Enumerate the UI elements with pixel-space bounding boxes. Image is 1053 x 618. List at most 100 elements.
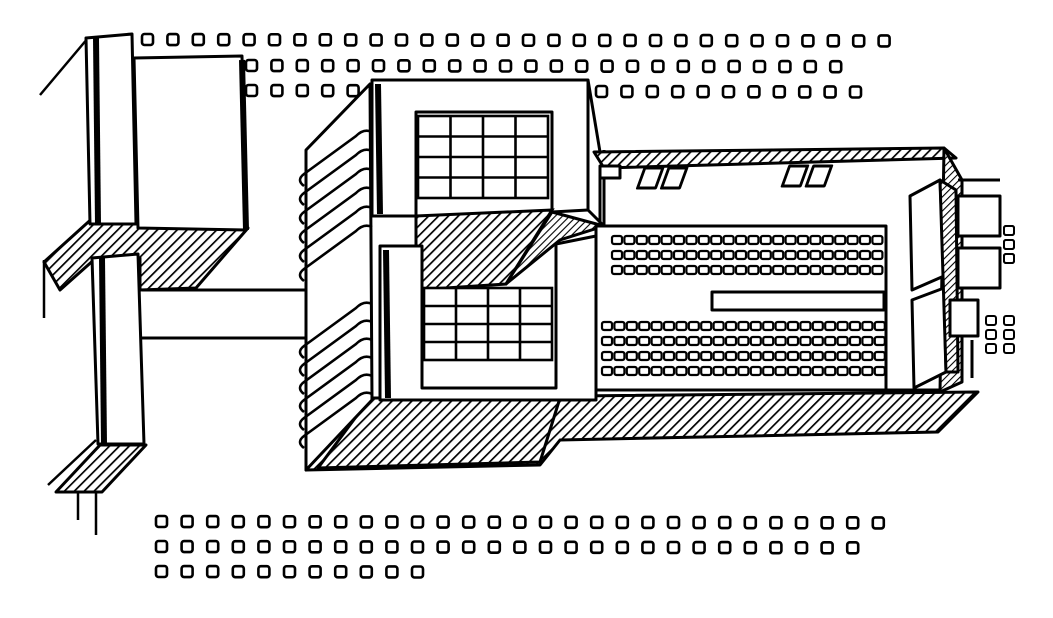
solder-pad-icon: [641, 540, 655, 555]
solder-pad-icon: [346, 83, 360, 98]
solder-pad-icon: [662, 350, 676, 362]
solder-pad-icon: [784, 249, 797, 261]
solder-pad-icon: [538, 540, 553, 555]
solder-pad-icon: [696, 84, 710, 99]
solder-pad-icon: [625, 350, 638, 362]
solder-pad-icon: [836, 365, 849, 377]
solder-pad-icon: [333, 540, 348, 554]
solder-pad-icon: [734, 249, 748, 261]
solder-pad-icon: [216, 32, 231, 47]
solder-pad-icon: [623, 33, 637, 48]
solder-pad-icon: [762, 335, 775, 347]
solder-pad-icon: [333, 565, 348, 579]
solder-pad-icon: [1003, 253, 1015, 264]
solder-pad-icon: [759, 234, 772, 246]
solder-pad-icon: [809, 234, 822, 246]
solder-pad-icon: [811, 335, 824, 347]
solder-pad-icon: [1003, 225, 1015, 236]
solder-pad-icon: [282, 514, 297, 529]
solder-pad-icon: [638, 320, 651, 332]
solder-pad-icon: [762, 320, 775, 332]
connector-icon: [298, 373, 373, 432]
solder-pad-icon: [648, 249, 661, 261]
solder-pad-icon: [846, 249, 859, 261]
solder-pad-icon: [1003, 329, 1015, 340]
solder-pad-icon: [672, 249, 686, 261]
solder-pad-icon: [786, 350, 800, 362]
solder-pad-icon: [774, 335, 787, 347]
connector-icon: [298, 391, 373, 450]
solder-pad-icon: [873, 365, 886, 377]
solder-pad-icon: [697, 264, 710, 276]
solder-pad-icon: [824, 365, 837, 377]
solder-pad-icon: [635, 234, 648, 246]
solder-pad-icon: [333, 515, 348, 529]
solder-pad-icon: [600, 59, 614, 74]
solder-pad-icon: [821, 249, 834, 261]
solder-pad-icon: [774, 365, 787, 377]
solder-pad-icon: [845, 541, 860, 555]
solder-pad-icon: [796, 264, 810, 276]
solder-pad-icon: [359, 515, 374, 529]
solder-pad-icon: [436, 540, 450, 554]
solder-pad-icon: [610, 264, 624, 276]
solder-pad-icon: [749, 350, 762, 362]
solder-pad-icon: [797, 85, 812, 99]
solder-pad-icon: [498, 59, 513, 73]
solder-pad-icon: [834, 264, 847, 276]
solder-pad-icon: [873, 320, 886, 332]
solder-pad-icon: [786, 335, 800, 347]
solder-pad-icon: [772, 249, 785, 261]
solder-pad-icon: [675, 335, 688, 347]
solder-pad-icon: [747, 234, 760, 246]
solder-pad-icon: [737, 365, 750, 377]
solder-pad-icon: [775, 33, 790, 48]
solder-pad-icon: [826, 34, 841, 48]
solder-pad-icon: [660, 249, 673, 261]
solder-pad-icon: [675, 350, 688, 362]
solder-pad-icon: [487, 515, 502, 529]
solder-pad-icon: [318, 33, 333, 47]
solder-pad-icon: [295, 58, 310, 73]
board-holes: [140, 32, 891, 579]
solder-pad-icon: [861, 350, 874, 362]
solder-pad-icon: [762, 350, 775, 362]
solder-pad-icon: [769, 540, 783, 555]
solder-pad-icon: [154, 539, 169, 554]
solder-pad-icon: [712, 350, 725, 362]
solder-pad-icon: [685, 264, 698, 276]
left-connector-lower: [54, 252, 148, 494]
solder-pad-icon: [594, 84, 609, 99]
solder-pad-icon: [320, 83, 335, 98]
solder-pad-icon: [242, 32, 256, 47]
solder-pad-icon: [774, 320, 787, 332]
solder-pad-icon: [811, 350, 824, 362]
solder-pad-icon: [820, 540, 834, 555]
solder-pad-icon: [270, 83, 284, 98]
solder-pad-icon: [846, 234, 859, 246]
solder-pad-icon: [786, 365, 800, 377]
tray-pads-lower: [600, 320, 886, 377]
solder-pad-icon: [848, 85, 863, 99]
chip-die-upper: [416, 114, 550, 200]
solder-pad-icon: [801, 33, 815, 48]
solder-pad-icon: [638, 365, 651, 377]
solder-pad-icon: [724, 350, 738, 362]
solder-pad-icon: [778, 59, 792, 74]
solder-pad-icon: [712, 335, 725, 347]
solder-pad-icon: [662, 320, 676, 332]
solder-pad-icon: [359, 540, 374, 554]
solder-pad-icon: [845, 516, 860, 530]
solder-pad-icon: [809, 249, 822, 261]
solder-pad-icon: [625, 335, 638, 347]
solder-pad-icon: [154, 514, 169, 529]
connector-icon: [298, 167, 373, 226]
solder-pad-icon: [717, 515, 732, 530]
solder-pad-icon: [871, 264, 884, 276]
connector-icon: [298, 205, 373, 264]
solder-pad-icon: [648, 234, 661, 246]
solder-pad-icon: [650, 365, 663, 377]
solder-pad-icon: [834, 249, 847, 261]
